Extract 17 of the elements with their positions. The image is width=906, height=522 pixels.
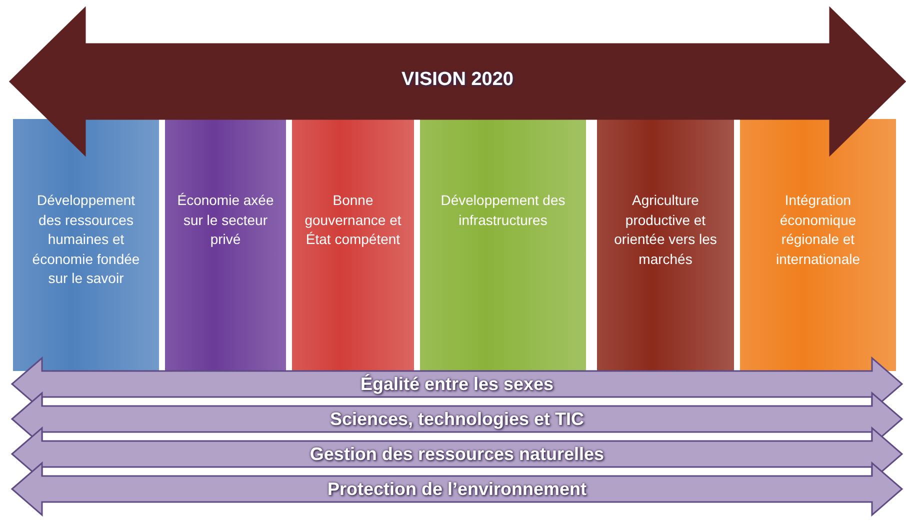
- pillar-text: Développement des ressources humaines et économie fondée sur le savoir: [31, 191, 141, 288]
- arrow-label: Égalité entre les sexes: [360, 374, 554, 394]
- pillar-box: [740, 119, 896, 371]
- arrow-label: VISION 2020: [402, 68, 514, 90]
- pillar-box: [420, 119, 586, 371]
- pillar-box: [13, 119, 159, 371]
- arrow-label: Sciences, technologies et TIC: [330, 408, 584, 430]
- pillar-box: [165, 119, 286, 371]
- pillar-text: Bonne gouvernance et État compétent: [304, 191, 402, 250]
- pillar-box: [292, 119, 414, 371]
- pillar-text: Développement des infrastructures: [440, 191, 566, 230]
- pillar-text: Intégration économique régionale et internationale: [774, 191, 862, 269]
- pillar-text: Agriculture productive et orientée vers les marchés: [613, 191, 718, 269]
- arrow-label: Protection de l’environnement: [327, 478, 587, 500]
- pillar-text: Économie axée sur le secteur privé: [177, 191, 274, 250]
- arrow-label: Gestion des ressources naturelles: [310, 444, 604, 464]
- pillar-box: [597, 119, 734, 371]
